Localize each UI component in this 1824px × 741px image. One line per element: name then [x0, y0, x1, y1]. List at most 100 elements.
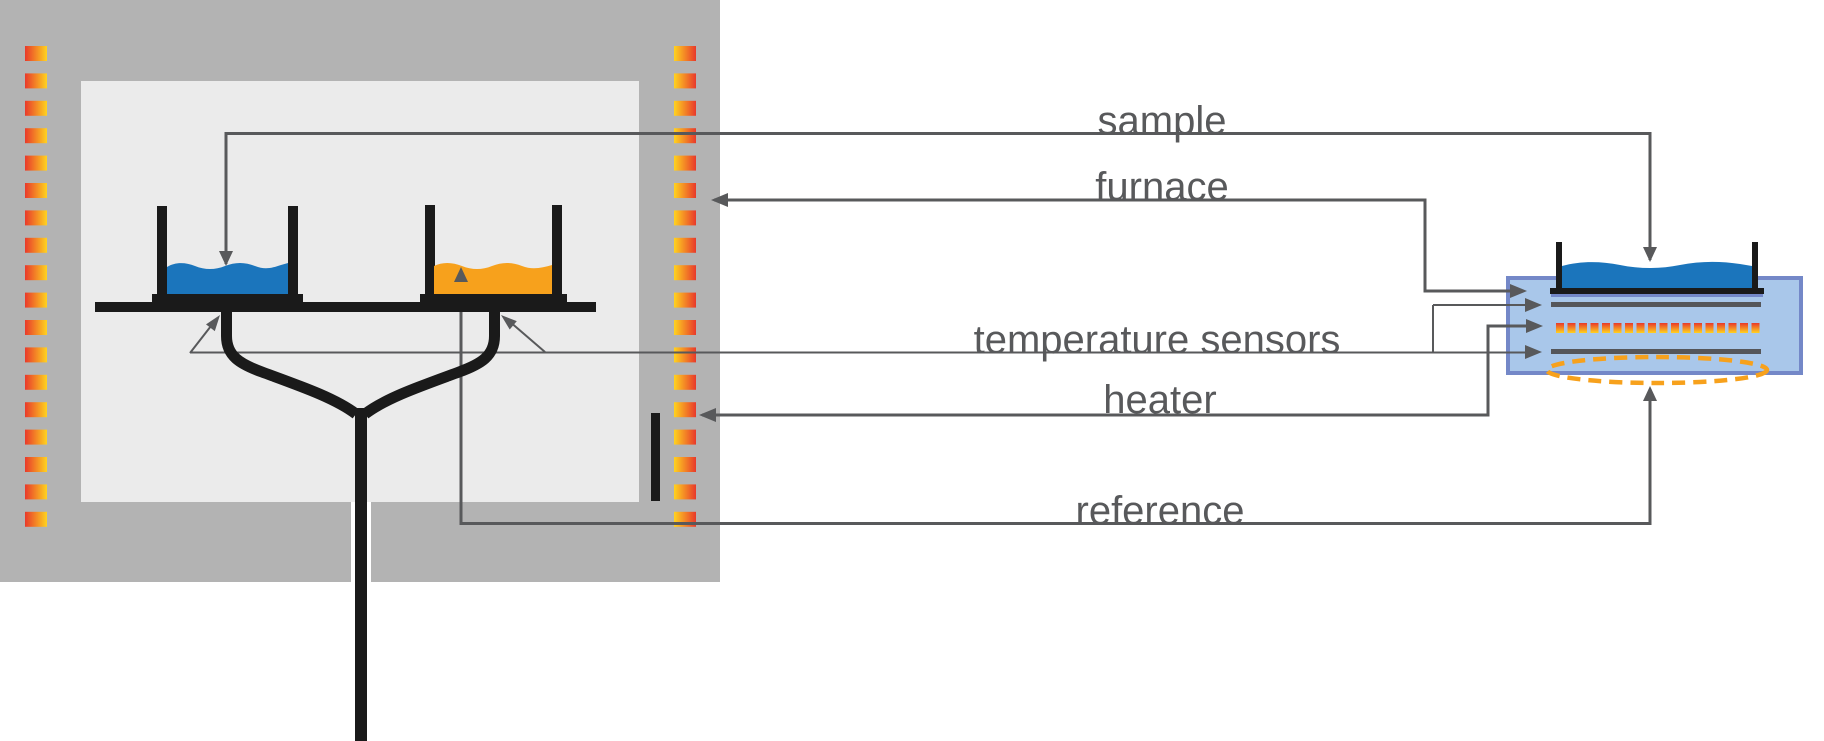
heater-element [674, 73, 696, 89]
heater-element [25, 210, 47, 226]
temperature-sensors-callout-line [189, 304, 1538, 354]
heater-element [674, 402, 696, 418]
balance-arm-left [221, 311, 360, 419]
heater-element [674, 374, 696, 390]
arrowhead-sample-left [219, 251, 233, 266]
arrowhead-sample-right [1643, 247, 1657, 262]
balance-arm [221, 311, 500, 419]
module-heater-dash [1728, 323, 1737, 333]
balance-arm-right [361, 311, 500, 419]
reference-crucible [420, 205, 567, 304]
heater-element [25, 73, 47, 89]
callout-lines [189, 132, 1652, 525]
module-heater-dash [1602, 323, 1610, 333]
heater-strip-left [25, 46, 47, 527]
heater-element [25, 347, 47, 363]
arrowhead-sensor-module-bottom [1525, 345, 1542, 359]
module-heater-dash [1636, 323, 1645, 333]
module-sensor-bar-bottom [1551, 349, 1761, 354]
crucible-bottom [1550, 288, 1764, 294]
heater-element [674, 429, 696, 445]
balance-plate [95, 302, 596, 312]
heater-strip-right [674, 46, 696, 527]
crucible-wall [157, 206, 167, 304]
heater-element [674, 100, 696, 116]
heater-element [674, 128, 696, 144]
sensor-plate-module [1506, 242, 1803, 386]
sample-callout-line [224, 132, 1652, 264]
crucible-bottom [420, 294, 567, 303]
heater-element [25, 292, 47, 308]
module-heater-dash [1659, 323, 1668, 333]
module-heater-dash [1648, 323, 1656, 333]
module-sensor-bar-top [1551, 302, 1761, 307]
heater-callout-line [702, 324, 1538, 417]
heater-element [674, 183, 696, 198]
heater-element [674, 484, 696, 500]
module-heater-dash [1567, 323, 1576, 333]
module-heater-dash [1590, 323, 1599, 333]
heater-element [674, 320, 696, 335]
module-sample-liquid [1562, 261, 1752, 288]
crucible-wall [1556, 242, 1562, 294]
sample-liquid [167, 263, 288, 298]
module-heater-dash [1740, 323, 1748, 333]
heater-element [25, 402, 47, 418]
reference-liquid [434, 263, 552, 298]
heater-element [25, 100, 47, 116]
arrowhead-heater-right [1526, 319, 1543, 333]
crucible-wall [1752, 242, 1758, 294]
overlay-arrowheads [219, 251, 468, 282]
module-heater-dash [1717, 323, 1725, 333]
label-sample: sample [1097, 99, 1227, 143]
module-heater-dash [1682, 323, 1691, 333]
heater-element [25, 155, 47, 171]
heater-element [674, 210, 696, 226]
heater-element [674, 292, 696, 308]
module-crucible-seat [1551, 293, 1763, 297]
heater-element [25, 484, 47, 500]
module-heater-dash [1556, 323, 1564, 333]
heater-element [25, 128, 47, 144]
heater-element [25, 374, 47, 390]
module-heater-dash [1694, 323, 1702, 333]
arrowhead-furnace-right [1510, 284, 1527, 298]
heater-element [25, 429, 47, 445]
module-heater-dash [1671, 323, 1679, 333]
heater-element [674, 265, 696, 281]
arrowhead-heater-left [699, 408, 716, 422]
crucible-wall [425, 205, 435, 304]
sample-crucible [152, 206, 303, 304]
heater-element [674, 46, 696, 61]
module-heater-dashes [1556, 323, 1760, 333]
arrowhead-sensor-right [501, 315, 517, 330]
module-heater-dash [1579, 323, 1587, 333]
reference-callout-line [459, 270, 1652, 525]
heater-element [25, 183, 47, 198]
heater-element [25, 457, 47, 472]
heater-element [25, 46, 47, 61]
callout-arrowheads [206, 193, 1657, 422]
arrowhead-furnace-left [711, 193, 728, 207]
label-reference: reference [1075, 489, 1245, 533]
heater-element [25, 237, 47, 253]
crucible-wall [552, 205, 562, 304]
balance-stem [355, 408, 367, 741]
arrowhead-sensor-left [206, 315, 220, 332]
module-heater-ellipse [1544, 354, 1770, 386]
heater-element [674, 347, 696, 363]
label-temperature-sensors: temperature sensors [973, 318, 1341, 362]
arrowhead-reference-right [1643, 386, 1657, 401]
module-sample-crucible [1550, 242, 1764, 294]
module-heater-dash [1751, 323, 1760, 333]
heater-element [25, 265, 47, 281]
arrowhead-sensor-module-top [1525, 298, 1542, 312]
furnace-callout-line [714, 198, 1522, 293]
heater-element [25, 511, 47, 527]
arrowhead-reference-left [454, 267, 468, 282]
module-heater-dash [1613, 323, 1622, 333]
module-heater-dash [1705, 323, 1714, 333]
crucible-bottom [152, 294, 303, 303]
